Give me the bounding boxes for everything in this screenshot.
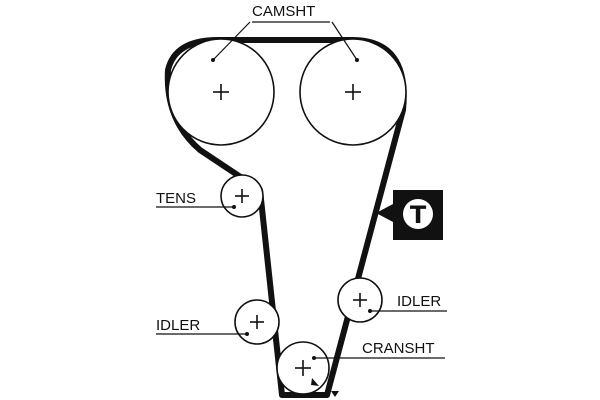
idler-right-leader-line xyxy=(368,309,447,313)
center-cross-icon xyxy=(353,293,367,307)
idler-left-leader-line xyxy=(156,332,249,336)
crankshaft-leader-line xyxy=(312,356,445,360)
center-cross-icon xyxy=(235,189,249,203)
direction-arrow-icon xyxy=(331,391,339,397)
camshaft-leader-lines xyxy=(211,21,359,62)
crankshaft-pulley xyxy=(276,341,330,395)
crankshaft-label: CRANSHT xyxy=(362,340,435,357)
center-cross-icon xyxy=(250,315,264,329)
idler-pulley-right xyxy=(337,277,383,323)
camshaft-label: CAMSHT xyxy=(252,3,315,20)
center-cross-icon xyxy=(345,84,361,100)
pointer-arrow-icon xyxy=(311,378,319,386)
tensioner-leader-line xyxy=(156,205,236,209)
idler-right-label: IDLER xyxy=(397,293,441,310)
idler-left-label: IDLER xyxy=(156,317,200,334)
idler-pulley-left xyxy=(234,299,280,345)
camshaft-pulley-right xyxy=(299,38,407,146)
tension-badge-letter: T xyxy=(410,201,427,229)
center-cross-icon xyxy=(213,84,229,100)
tension-badge: T xyxy=(376,190,443,240)
camshaft-pulley-left xyxy=(167,38,275,146)
tensioner-label: TENS xyxy=(156,190,196,207)
tensioner-pulley xyxy=(220,174,264,218)
center-cross-icon xyxy=(295,360,311,376)
